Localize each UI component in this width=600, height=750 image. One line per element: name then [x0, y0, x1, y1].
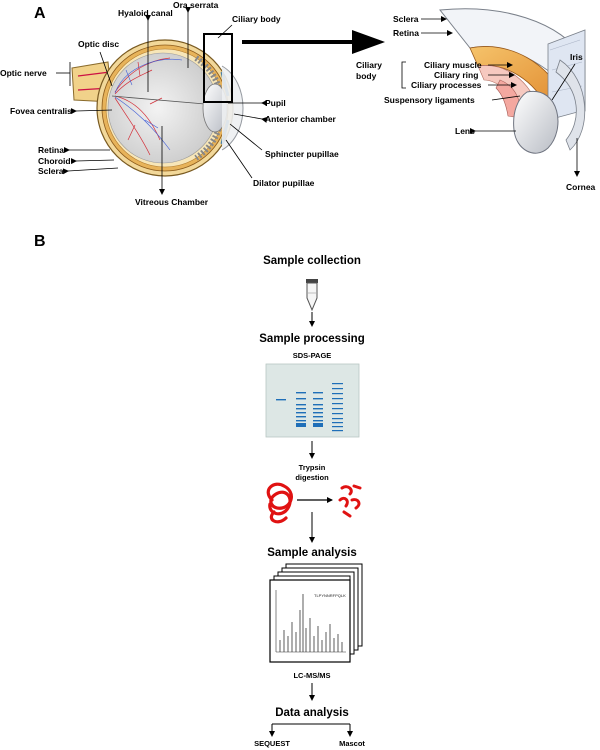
workflow: Sample collection Sample processing SDS-…	[254, 255, 365, 748]
detail-label-sclera: Sclera	[393, 14, 419, 24]
gel-band	[296, 398, 306, 400]
label-dilator-pupillae: Dilator pupillae	[253, 178, 315, 188]
gel-band	[296, 420, 306, 422]
gel-band	[332, 408, 343, 410]
gel-band	[313, 392, 323, 394]
gel-band	[296, 392, 306, 394]
step-sample-processing: Sample processing	[259, 333, 364, 345]
label-ora-serrata: Ora serrata	[173, 0, 219, 10]
step-data-analysis: Data analysis	[275, 707, 349, 719]
panel-b-letter: B	[34, 233, 46, 250]
gel-bands	[276, 383, 343, 432]
detail-label-ciliary-muscle: Ciliary muscle	[424, 60, 482, 70]
gel-band	[313, 423, 323, 427]
gel-band	[332, 383, 343, 385]
gel-band	[296, 408, 306, 410]
gel-band	[332, 413, 343, 415]
gel-band	[313, 416, 323, 418]
gel-band	[332, 418, 343, 420]
detail-label-iris: Iris	[570, 52, 583, 62]
step-sample-collection: Sample collection	[263, 255, 361, 267]
detail-label-lens: Lens	[455, 126, 475, 136]
detail-label-ciliary-ring: Ciliary ring	[434, 70, 478, 80]
label-sequest: SEQUEST	[254, 739, 290, 748]
label-mascot: Mascot	[339, 739, 365, 748]
label-trypsin-2: digestion	[295, 473, 329, 482]
label-lc-ms-ms: LC-MS/MS	[293, 671, 330, 680]
detail-label-retina: Retina	[393, 28, 419, 38]
step-sample-analysis: Sample analysis	[267, 547, 357, 559]
label-choroid: Choroid	[38, 156, 71, 166]
label-trypsin-1: Trypsin	[299, 463, 326, 472]
label-hyaloid-canal: Hyaloid canal	[118, 8, 173, 18]
gel-band	[313, 398, 323, 400]
gel-band	[332, 426, 343, 428]
gel-band	[276, 399, 286, 401]
spectrum-peaks	[279, 594, 343, 652]
gel-band	[296, 404, 306, 406]
gel-band	[332, 388, 343, 390]
zoom-arrow	[242, 30, 385, 54]
label-anterior-chamber: Anterior chamber	[265, 114, 337, 124]
label-retina: Retina	[38, 145, 64, 155]
gel-band	[296, 423, 306, 427]
panel-a-labels: Hyaloid canal Ora serrata Ciliary body O…	[0, 0, 339, 207]
label-sclera: Sclera	[38, 166, 64, 176]
ms-spectra-stack: TLPYNNRFPQLK	[269, 563, 363, 663]
gel-band	[296, 412, 306, 414]
sds-page-gel	[265, 363, 360, 438]
label-optic-nerve: Optic nerve	[0, 68, 47, 78]
intact-protein-icon	[266, 482, 293, 524]
label-sds-page: SDS-PAGE	[293, 351, 332, 360]
gel-band	[332, 430, 343, 432]
gel-band	[332, 393, 343, 395]
gel-band	[313, 412, 323, 414]
label-sphincter-pupillae: Sphincter pupillae	[265, 149, 339, 159]
detail-label-ciliary-body-1: Ciliary	[356, 60, 382, 70]
gel-band	[313, 404, 323, 406]
detail-label-ciliary-body-2: body	[356, 71, 377, 81]
tube-icon	[306, 279, 318, 312]
label-fovea-centralis: Fovea centralis	[10, 106, 72, 116]
ciliary-detail	[439, 8, 586, 154]
gel-band	[332, 403, 343, 405]
digested-peptides-icon	[338, 484, 362, 518]
detail-label-ciliary-processes: Ciliary processes	[411, 80, 482, 90]
spectrum-peptide-label: TLPYNNRFPQLK	[314, 593, 346, 598]
label-pupil: Pupil	[265, 98, 286, 108]
eye-cross-section	[71, 33, 244, 177]
panel-a-letter: A	[34, 5, 46, 22]
label-ciliary-body: Ciliary body	[232, 14, 281, 24]
detail-label-suspensory-ligaments: Suspensory ligaments	[384, 95, 475, 105]
label-vitreous-chamber: Vitreous Chamber	[135, 197, 209, 207]
detail-labels: Sclera Retina Iris Ciliary body Ciliary …	[356, 14, 596, 192]
gel-band	[332, 422, 343, 424]
gel-band	[332, 398, 343, 400]
detail-label-cornea: Cornea	[566, 182, 596, 192]
gel-band	[313, 420, 323, 422]
label-optic-disc: Optic disc	[78, 39, 119, 49]
gel-band	[313, 408, 323, 410]
gel-band	[296, 416, 306, 418]
